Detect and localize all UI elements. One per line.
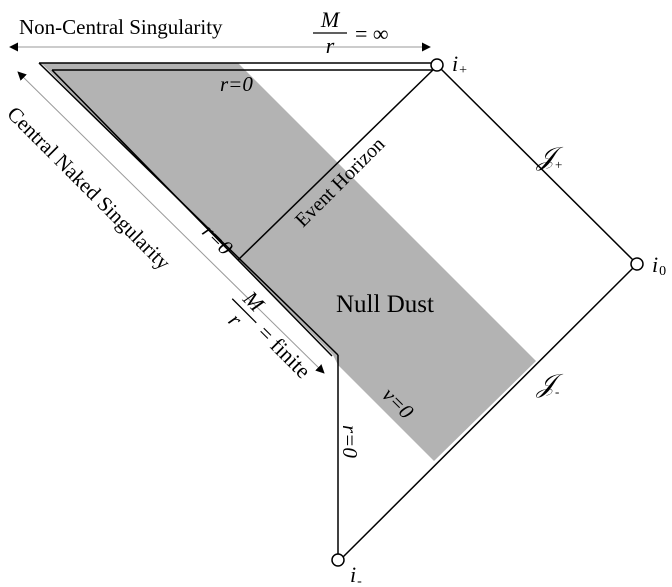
top-equation-denominator: r xyxy=(326,33,335,58)
future-timelike-infinity-point xyxy=(430,58,444,72)
null-dust-region xyxy=(39,63,536,461)
past-null-infinity-line xyxy=(341,266,635,559)
i-plus-base: i xyxy=(452,51,458,76)
scri-plus-sub: + xyxy=(555,157,562,172)
i-plus-sub: + xyxy=(459,63,467,78)
r-zero-top-label: r=0 xyxy=(220,72,253,96)
top-equation: M r = ∞ xyxy=(313,7,389,58)
i-minus-base: i xyxy=(350,562,356,587)
i-zero-label: i0 xyxy=(652,252,666,279)
i-minus-label: i- xyxy=(350,562,362,587)
scri-minus-label: 𝒥- xyxy=(535,369,564,399)
scri-minus-sub: - xyxy=(555,384,559,399)
side-equation-fraction-bar xyxy=(231,298,257,324)
future-null-infinity-line xyxy=(439,67,635,262)
scri-plus-label: 𝒥+ xyxy=(535,142,564,172)
scri-minus-base: 𝒥 xyxy=(535,369,564,398)
i-minus-sub: - xyxy=(357,574,362,587)
non-central-singularity-label: Non-Central Singularity xyxy=(19,15,223,39)
r-zero-vertical-label: r=0 xyxy=(338,425,362,458)
central-singularity-arrow xyxy=(17,71,325,374)
i-zero-base: i xyxy=(652,252,658,277)
top-equation-numerator: M xyxy=(320,7,341,32)
top-equation-rhs: = ∞ xyxy=(355,21,389,46)
i-plus-label: i+ xyxy=(452,51,467,78)
past-timelike-infinity-point xyxy=(331,553,345,567)
i-zero-sub: 0 xyxy=(659,264,666,279)
null-dust-label: Null Dust xyxy=(336,291,434,318)
side-equation-denominator: r xyxy=(224,308,248,332)
spatial-infinity-point xyxy=(630,257,644,271)
